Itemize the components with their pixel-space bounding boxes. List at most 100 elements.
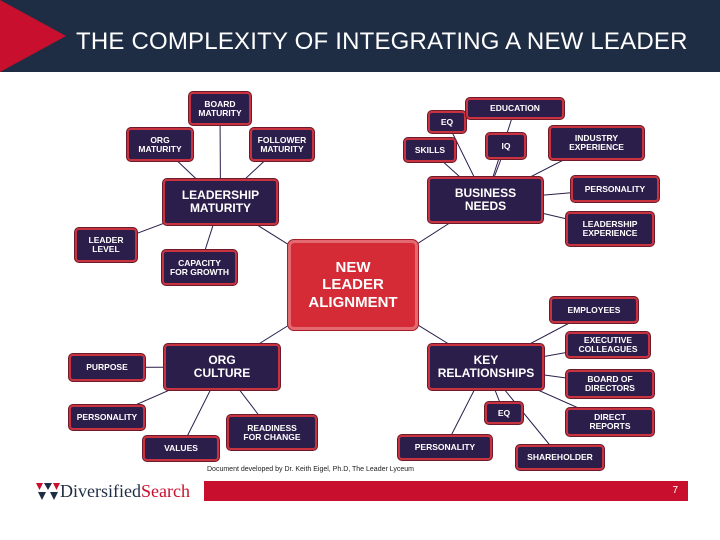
node-org-culture-line: CULTURE — [193, 366, 251, 380]
node-personality-relationships: PERSONALITY — [398, 435, 492, 460]
node-education-label: EDUCATION — [490, 104, 540, 113]
node-industry-experience-line: INDUSTRY — [574, 133, 619, 144]
node-purpose-label: PURPOSE — [86, 363, 128, 372]
node-board-maturity-line: MATURITY — [198, 107, 242, 118]
node-industry-experience-line: EXPERIENCE — [569, 142, 624, 152]
node-executive-colleagues-line: EXECUTIVE — [583, 335, 633, 346]
node-employees-line: EMPLOYEES — [567, 304, 621, 315]
node-org-maturity-line: ORG — [150, 134, 170, 145]
node-leadership-maturity-line: MATURITY — [189, 201, 252, 215]
logo-mark-icon — [36, 482, 60, 500]
node-readiness-for-change-line: READINESS — [247, 422, 297, 433]
node-follower-maturity-line: MATURITY — [260, 143, 304, 154]
node-leadership-experience-line: EXPERIENCE — [582, 228, 638, 238]
node-personality-relationships-line: PERSONALITY — [414, 442, 476, 453]
node-board-of-directors-line: DIRECTORS — [585, 383, 635, 393]
node-personality-culture-line: PERSONALITY — [76, 412, 138, 423]
node-key-relationships-line: KEY — [473, 353, 499, 368]
node-eq-business: EQ — [428, 111, 466, 133]
node-values: VALUES — [143, 436, 219, 461]
node-org-culture-line: ORG — [208, 353, 236, 368]
node-eq-business-label: EQ — [441, 117, 453, 127]
node-readiness-for-change-line: FOR CHANGE — [243, 431, 301, 442]
node-skills: SKILLS — [404, 138, 456, 162]
node-shareholder-line: SHAREHOLDER — [527, 452, 593, 463]
node-new-leader-alignment-line: NEW — [335, 259, 371, 277]
node-skills-label: SKILLS — [414, 144, 446, 155]
slide-header: THE COMPLEXITY OF INTEGRATING A NEW LEAD… — [0, 0, 720, 72]
node-shareholder-label: SHAREHOLDER — [527, 453, 593, 462]
node-executive-colleagues-line: COLLEAGUES — [578, 344, 638, 354]
node-new-leader-alignment-line: LEADER — [322, 276, 384, 294]
header-accent-triangle — [0, 0, 66, 72]
node-org-maturity-line: MATURITY — [138, 143, 182, 154]
node-board-maturity-line: BOARD — [204, 98, 236, 109]
node-capacity-for-growth-line: CAPACITY — [178, 257, 221, 268]
logo-text-search: Search — [140, 481, 190, 501]
node-leader-level-line: LEADER — [88, 235, 124, 246]
node-business-needs-line: NEEDS — [464, 199, 507, 213]
credit-note: Document developed by Dr. Keith Eigel, P… — [207, 466, 415, 473]
node-leadership-maturity-line: LEADERSHIP — [181, 188, 260, 203]
node-eq-relationships: EQ — [485, 402, 523, 424]
node-new-leader-alignment-line: ALIGNMENT — [308, 293, 398, 311]
node-capacity-for-growth-line: FOR GROWTH — [169, 266, 230, 277]
node-employees-label: EMPLOYEES — [567, 304, 621, 315]
node-values-line: VALUES — [164, 443, 198, 454]
node-eq-relationships-label: EQ — [497, 407, 511, 418]
node-follower-maturity-line: FOLLOWER — [257, 134, 307, 145]
node-leadership-experience-line: LEADERSHIP — [582, 219, 638, 230]
node-eq-relationships-line: EQ — [497, 407, 511, 418]
node-values-label: VALUES — [164, 444, 198, 453]
node-personality-culture-label: PERSONALITY — [77, 413, 137, 422]
node-employees: EMPLOYEES — [550, 297, 638, 323]
node-iq: IQ — [486, 133, 526, 159]
node-education-line: EDUCATION — [490, 103, 540, 114]
node-direct-reports-line: DIRECT — [594, 412, 626, 423]
node-shareholder: SHAREHOLDER — [516, 445, 604, 470]
node-key-relationships-line: RELATIONSHIPS — [437, 366, 535, 380]
node-personality-business-line: PERSONALITY — [584, 183, 646, 194]
node-leader-level-line: LEVEL — [92, 244, 120, 254]
node-skills-line: SKILLS — [414, 144, 446, 155]
slide-title: THE COMPLEXITY OF INTEGRATING A NEW LEAD… — [76, 28, 688, 55]
node-personality-business-label: PERSONALITY — [584, 183, 646, 194]
node-personality-culture: PERSONALITY — [69, 405, 145, 430]
node-direct-reports-line: REPORTS — [589, 421, 631, 431]
node-board-of-directors-line: BOARD OF — [587, 374, 633, 385]
node-education: EDUCATION — [466, 98, 564, 119]
node-purpose-line: PURPOSE — [86, 362, 128, 373]
logo-text-diversified: Diversified — [60, 481, 141, 501]
node-personality-relationships-label: PERSONALITY — [415, 443, 475, 452]
